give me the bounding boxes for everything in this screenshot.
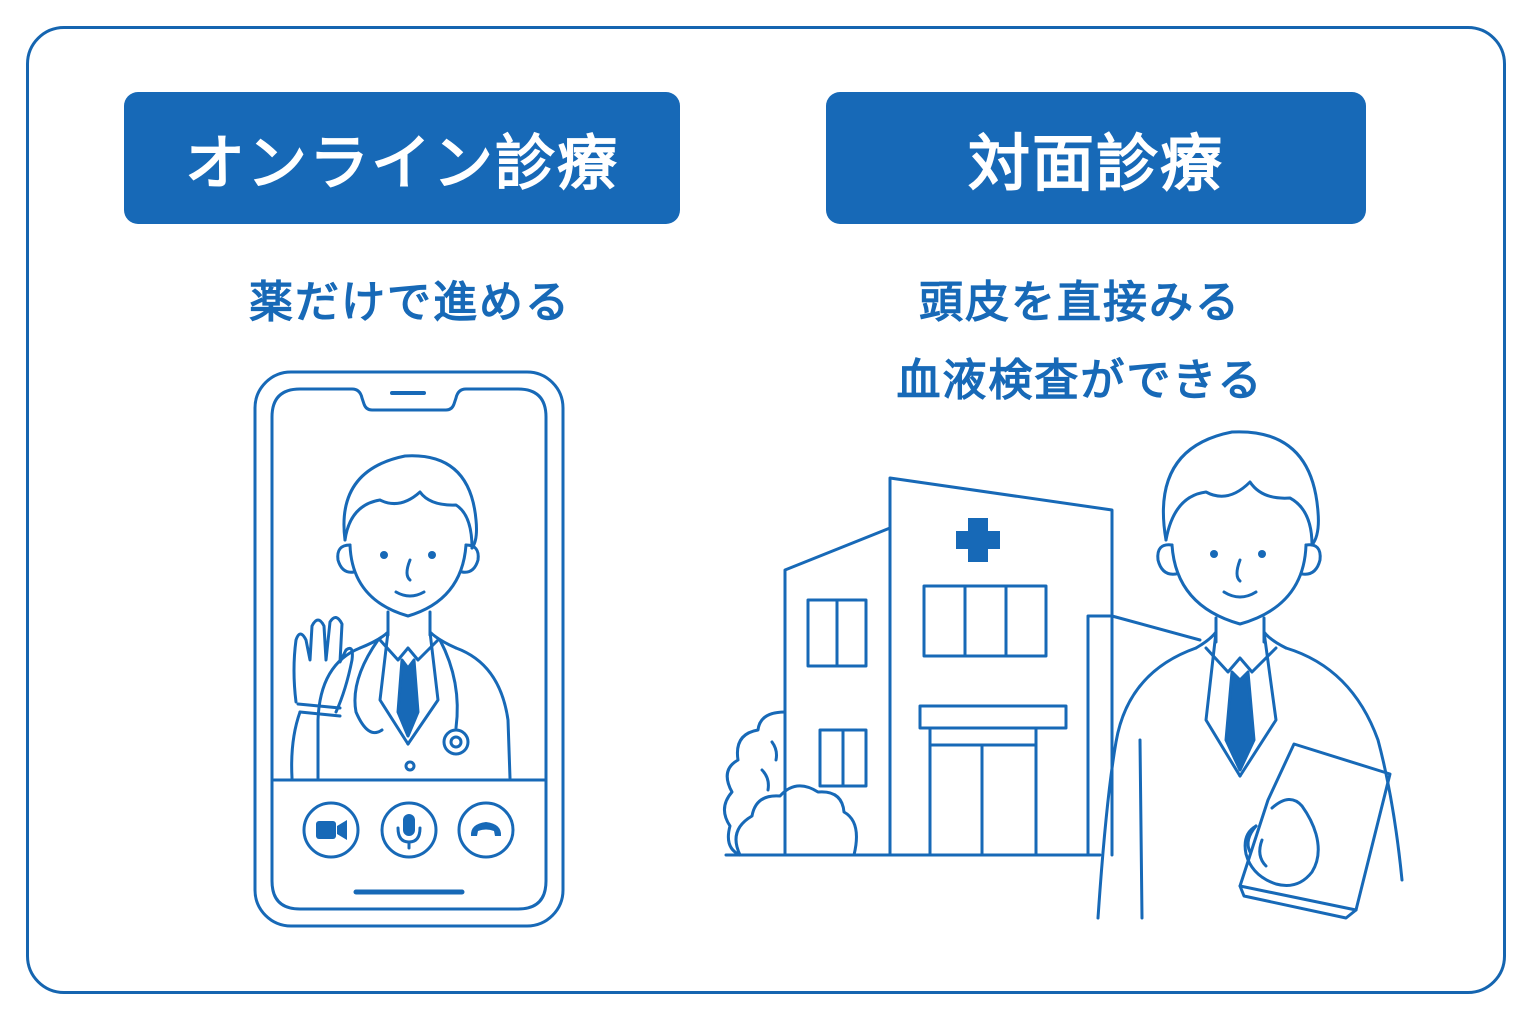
in-person-caption-line-2: 血液検査ができる bbox=[896, 355, 1264, 406]
video-camera-icon[interactable] bbox=[302, 801, 360, 859]
online-doctor-figure bbox=[290, 454, 512, 780]
clipboard-illustration bbox=[1238, 742, 1392, 920]
in-person-consultation-title: 対面診療 bbox=[826, 92, 1366, 224]
shrub-illustration bbox=[723, 710, 858, 857]
microphone-icon[interactable] bbox=[380, 801, 438, 859]
smartphone-illustration bbox=[253, 370, 565, 928]
hospital-cross-icon bbox=[956, 518, 1000, 562]
in-person-doctor-figure bbox=[1096, 430, 1404, 920]
online-consultation-title: オンライン診療 bbox=[124, 92, 680, 224]
outer-frame bbox=[26, 26, 1506, 994]
in-person-caption-line-1: 頭皮を直接みる bbox=[919, 277, 1241, 328]
online-caption: 薬だけで進める bbox=[249, 277, 571, 328]
hang-up-phone-icon[interactable] bbox=[457, 801, 515, 859]
hospital-building bbox=[724, 476, 1202, 857]
